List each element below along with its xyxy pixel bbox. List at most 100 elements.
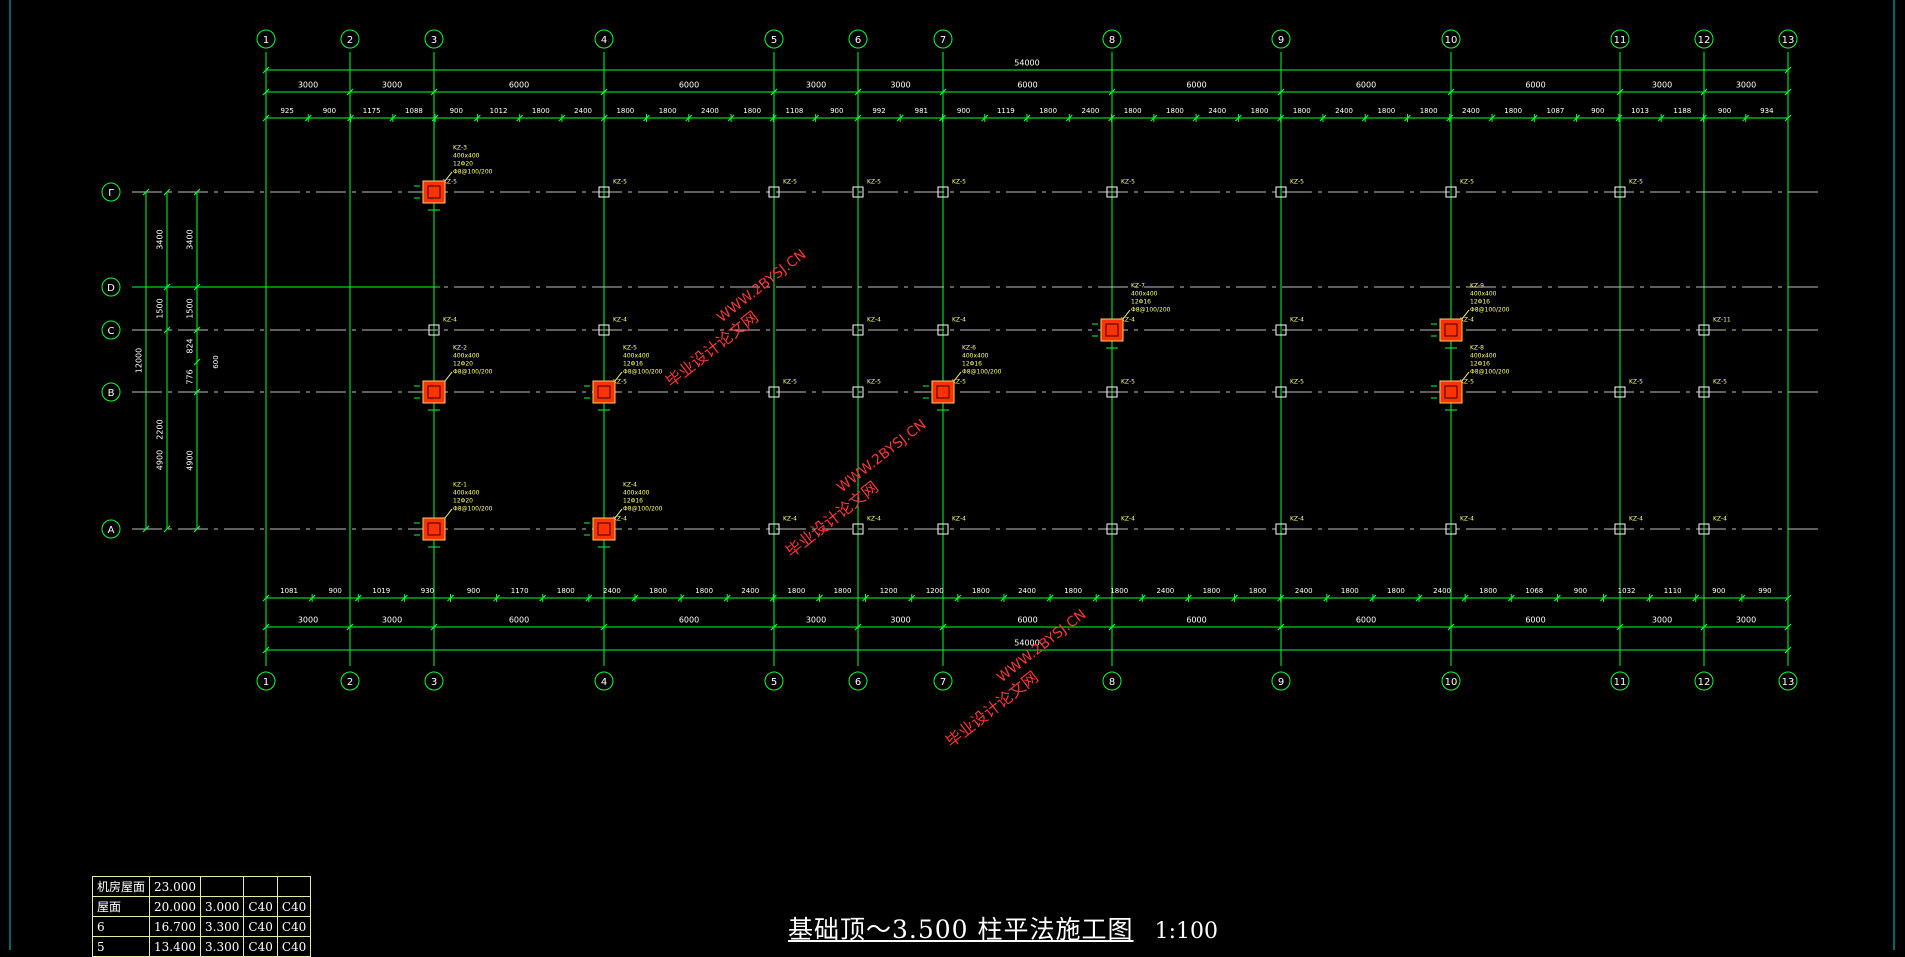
axis-bubble-top-4-label: 4 xyxy=(601,35,607,46)
dim-top-detail-text: 900 xyxy=(323,107,336,115)
dim-bottom-detail-text: 1800 xyxy=(1249,587,1267,595)
column-r2-6-rect xyxy=(852,324,864,336)
dim-left-mid-tick xyxy=(193,388,201,396)
axis-bubble-bottom-6-circle xyxy=(848,671,868,691)
detail-column-text: Φ8@100/200 xyxy=(962,369,1002,376)
dim-left-mid-text: 776 xyxy=(186,369,195,384)
dim-top-detail-text: 1800 xyxy=(743,107,761,115)
watermark-url: WWW.2BYSJ.CN xyxy=(994,607,1089,686)
dim-bottom-overall-text: 54000 xyxy=(1014,639,1039,648)
dim-bottom-bays-text: 6000 xyxy=(679,616,699,625)
column-r0-11-rect xyxy=(1614,186,1626,198)
column-r2-3-label: KZ-4 xyxy=(443,317,457,324)
floor-table-cell: 23.000 xyxy=(149,876,202,897)
dim-top-detail-text: 2400 xyxy=(701,107,719,115)
detail-column-body xyxy=(1439,318,1463,342)
column-r4-11-label: KZ-4 xyxy=(1629,516,1643,523)
dim-top-detail-text: 1800 xyxy=(1504,107,1522,115)
dim-bottom-bays-text: 6000 xyxy=(1017,616,1037,625)
dim-bottom-detail-text: 1800 xyxy=(1203,587,1221,595)
axis-bubble-bottom-11-label: 11 xyxy=(1614,677,1627,688)
column-r3-8-rect xyxy=(1106,386,1118,398)
axis-bubble-C-circle xyxy=(101,320,121,340)
column-r4-8-label: KZ-4 xyxy=(1121,516,1135,523)
floor-table-cell: C40 xyxy=(243,916,278,937)
detail-column-core xyxy=(936,385,950,399)
axis-bubble-bottom-13-circle xyxy=(1778,671,1798,691)
detail-column-core xyxy=(427,522,441,536)
axis-bubble-bottom-6-label: 6 xyxy=(855,677,861,688)
dim-bottom-detail-text: 990 xyxy=(1758,587,1771,595)
column-r0-6-rect xyxy=(852,186,864,198)
dim-bottom-detail-text: 1800 xyxy=(1479,587,1497,595)
column-r0-6-label: KZ-5 xyxy=(867,179,881,186)
dim-top-bays-text: 3000 xyxy=(1652,81,1672,90)
axis-bubble-top-7-circle xyxy=(933,29,953,49)
dim-top-detail-text: 900 xyxy=(1718,107,1731,115)
watermark-cn: 毕业设计论文网 xyxy=(942,667,1042,751)
dim-bottom-detail-text: 1032 xyxy=(1618,587,1636,595)
detail-column-text: KZ-9 xyxy=(1470,283,1484,290)
axis-bubble-top-10-label: 10 xyxy=(1445,35,1458,46)
column-r3-7-label: KZ-5 xyxy=(952,379,966,386)
column-r0-11-label: KZ-5 xyxy=(1629,179,1643,186)
dim-top-detail-text: 1013 xyxy=(1631,107,1649,115)
drawing-title: 基础顶～3.500 柱平法施工图 xyxy=(788,915,1134,944)
axis-bubble-top-8-circle xyxy=(1102,29,1122,49)
column-r4-10-rect xyxy=(1445,523,1457,535)
dim-left-mid-tick xyxy=(193,525,201,533)
dim-left-outer-text: 4900 xyxy=(156,450,165,470)
dim-bottom-detail-text: 2400 xyxy=(1295,587,1313,595)
axis-bubble-bottom-7-circle xyxy=(933,671,953,691)
detail-column-core xyxy=(1105,323,1119,337)
column-r4-5-label: KZ-4 xyxy=(783,516,797,523)
detail-column-text: 400x400 xyxy=(623,353,650,360)
detail-column-text: Φ8@100/200 xyxy=(453,369,493,376)
detail-column-text: Φ8@100/200 xyxy=(453,506,493,513)
column-r3-6-rect xyxy=(852,386,864,398)
dim-top-detail-text: 1800 xyxy=(1420,107,1438,115)
column-r2-6-label: KZ-4 xyxy=(867,317,881,324)
axis-bubble-bottom-11-circle xyxy=(1610,671,1630,691)
detail-column-text: KZ-1 xyxy=(453,482,467,489)
column-r3-10-label: KZ-5 xyxy=(1460,379,1474,386)
floor-table-cell: 13.400 xyxy=(149,936,202,957)
detail-leader xyxy=(444,371,453,382)
axis-bubble-top-11-circle xyxy=(1610,29,1630,49)
column-r4-9-rect xyxy=(1275,523,1287,535)
axis-bubble-top-4-circle xyxy=(594,29,614,49)
dim-top-bays-text: 6000 xyxy=(509,81,529,90)
dim-bottom-detail-text: 1081 xyxy=(280,587,298,595)
dim-left-mid-text: 4900 xyxy=(186,450,195,470)
axis-bubble-A-label: A xyxy=(108,525,115,536)
dim-top-bays-text: 6000 xyxy=(1017,81,1037,90)
dim-top-detail-text: 1088 xyxy=(405,107,423,115)
dim-top-detail-text: 1012 xyxy=(490,107,508,115)
detail-column-text: 400x400 xyxy=(623,490,650,497)
axis-bubble-bottom-2-circle xyxy=(340,671,360,691)
axis-bubble-top-1-circle xyxy=(256,29,276,49)
dim-top-detail-text: 2400 xyxy=(1082,107,1100,115)
detail-column-text: Φ8@100/200 xyxy=(1470,307,1510,314)
axis-bubble-D-label: D xyxy=(107,283,115,294)
dim-bottom-bays-text: 6000 xyxy=(509,616,529,625)
detail-column-text: 400x400 xyxy=(453,353,480,360)
detail-column-text: Φ8@100/200 xyxy=(623,369,663,376)
dim-top-detail-text: 1119 xyxy=(997,107,1015,115)
detail-leader xyxy=(444,171,453,182)
dim-top-bays-text: 6000 xyxy=(1525,81,1545,90)
axis-bubble-bottom-8-circle xyxy=(1102,671,1122,691)
axis-bubble-bottom-9-label: 9 xyxy=(1278,677,1284,688)
detail-leader xyxy=(1122,309,1131,320)
dim-top-detail-text: 992 xyxy=(872,107,885,115)
axis-bubble-bottom-7-label: 7 xyxy=(940,677,946,688)
floor-table-cell: 20.000 xyxy=(149,896,202,917)
column-r0-8-label: KZ-5 xyxy=(1121,179,1135,186)
column-r3-12-rect xyxy=(1698,386,1710,398)
dim-top-bays-text: 3000 xyxy=(890,81,910,90)
dim-left-mid-text: 1500 xyxy=(186,298,195,318)
